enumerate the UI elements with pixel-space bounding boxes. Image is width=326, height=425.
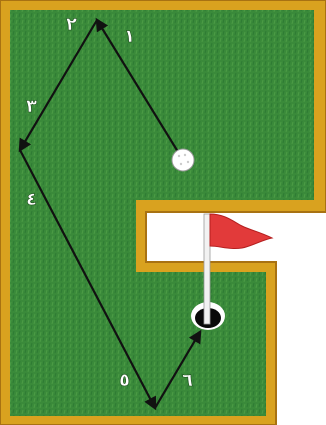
flag-pole (204, 214, 210, 324)
path-label-5: ٥ (119, 370, 130, 391)
golf-ball (172, 149, 194, 171)
path-label-6: ٦ (182, 370, 193, 391)
path-label-4: ٤ (26, 189, 37, 210)
path-label-2: ٢ (66, 14, 77, 35)
path-label-1: ١ (124, 26, 135, 47)
path-label-3: ٣ (26, 96, 37, 117)
flag-cloth (210, 214, 272, 249)
